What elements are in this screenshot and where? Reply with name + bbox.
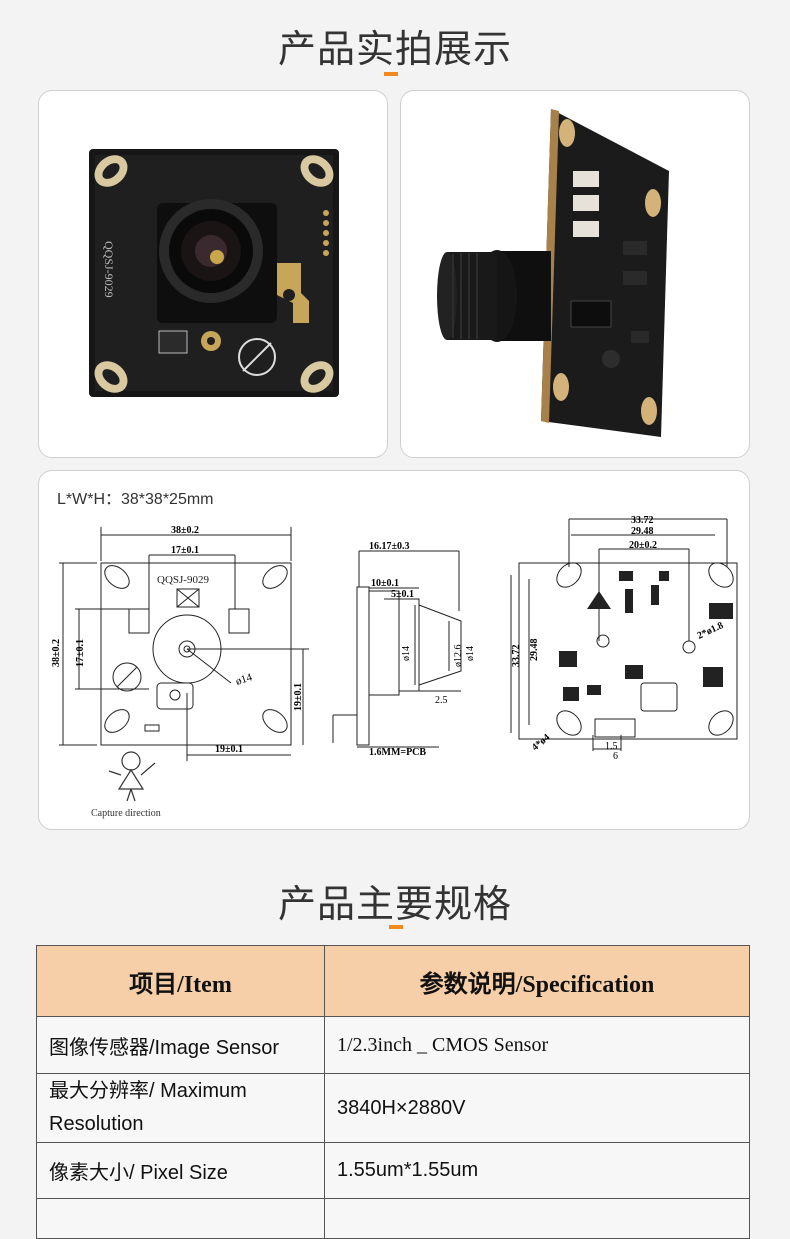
row-value-empty: [324, 1198, 750, 1239]
front-left-dim: 17±0.1: [75, 639, 86, 667]
side-b-dim: 5±0.1: [391, 589, 414, 600]
header-specification: 参数说明/Specification: [324, 945, 750, 1017]
side-e-dim: ø14: [465, 646, 476, 661]
title-accent-bar: [384, 72, 398, 76]
side-total-dim: 16.17±0.3: [369, 541, 410, 552]
back-outer-dim: 33.72: [631, 515, 654, 526]
row-value: 3840H×2880V: [324, 1073, 750, 1143]
model-label: QQSJ-9029: [157, 574, 209, 586]
back-hole-dim: 29.48: [631, 526, 654, 537]
row-value: 1.55um*1.55um: [324, 1142, 750, 1199]
photo-card-side: [400, 90, 750, 458]
capture-direction-caption: Capture direction: [91, 808, 161, 819]
camera-board-side-photo: [437, 109, 669, 437]
front-right-dim: 19±0.1: [293, 683, 304, 711]
front-height-dim: 38±0.2: [51, 639, 62, 667]
spec-table-header: 项目/Item 参数说明/Specification: [36, 945, 750, 1017]
back-holes-dim: 2*ø1.8: [696, 620, 726, 642]
back-conn2-dim: 6: [613, 751, 618, 762]
photo-card-front: QQSJ-9029: [38, 90, 388, 458]
table-row: 像素大小/ Pixel Size 1.55um*1.55um: [36, 1142, 750, 1199]
row-value: 1/2.3inch _ CMOS Sensor: [324, 1016, 750, 1074]
capture-direction-figure: [108, 751, 156, 802]
table-row: 图像传感器/Image Sensor 1/2.3inch _ CMOS Sens…: [36, 1016, 750, 1074]
photos-section-title: 产品实拍展示: [277, 27, 512, 71]
back-height-dim: 33.72: [511, 645, 522, 668]
back-corner-dim: 4*ø4: [530, 732, 552, 753]
spec-table: 项目/Item 参数说明/Specification 图像传感器/Image S…: [36, 945, 750, 1239]
row-item: 图像传感器/Image Sensor: [36, 1016, 325, 1074]
front-view-outline: [100, 562, 292, 746]
side-d-dim: ø12.6: [453, 645, 464, 668]
spec-title-accent-bar: [389, 925, 403, 929]
header-item: 项目/Item: [36, 945, 325, 1017]
svg-text:QQSJ-9029: QQSJ-9029: [102, 241, 116, 298]
technical-drawing: QQSJ-9029 38±0.2 17±0.1 38±0.2 17±0.1 ø1…: [51, 515, 738, 819]
row-item-empty: [36, 1198, 325, 1239]
back-conn-dim: 1.5: [605, 741, 618, 752]
front-inner-dim: 17±0.1: [171, 545, 199, 556]
row-item: 像素大小/ Pixel Size: [36, 1142, 325, 1199]
side-a-dim: 10±0.1: [371, 578, 399, 589]
back-mid-dim: 20±0.2: [629, 540, 657, 551]
table-row: [36, 1198, 750, 1239]
spec-section-title: 产品主要规格: [277, 882, 512, 926]
back-hole-v-dim: 29.48: [529, 639, 540, 662]
front-lens-dim: ø14: [234, 671, 254, 688]
row-item: 最大分辨率/ Maximum Resolution: [36, 1073, 325, 1143]
front-width-dim: 38±0.2: [171, 525, 199, 536]
technical-drawing-card: L*W*H：38*38*25mm: [38, 470, 750, 830]
side-pcb-dim: 1.6MM=PCB: [369, 747, 426, 758]
front-bottom-dim: 19±0.1: [215, 744, 243, 755]
side-f-dim: 2.5: [435, 695, 448, 706]
side-c-dim: ø14: [401, 646, 412, 661]
table-row: 最大分辨率/ Maximum Resolution 3840H×2880V: [36, 1073, 750, 1143]
camera-board-front-photo: QQSJ-9029: [89, 149, 339, 397]
dimensions-label: L*W*H：38*38*25mm: [57, 491, 214, 508]
back-view-outline: [518, 562, 738, 740]
